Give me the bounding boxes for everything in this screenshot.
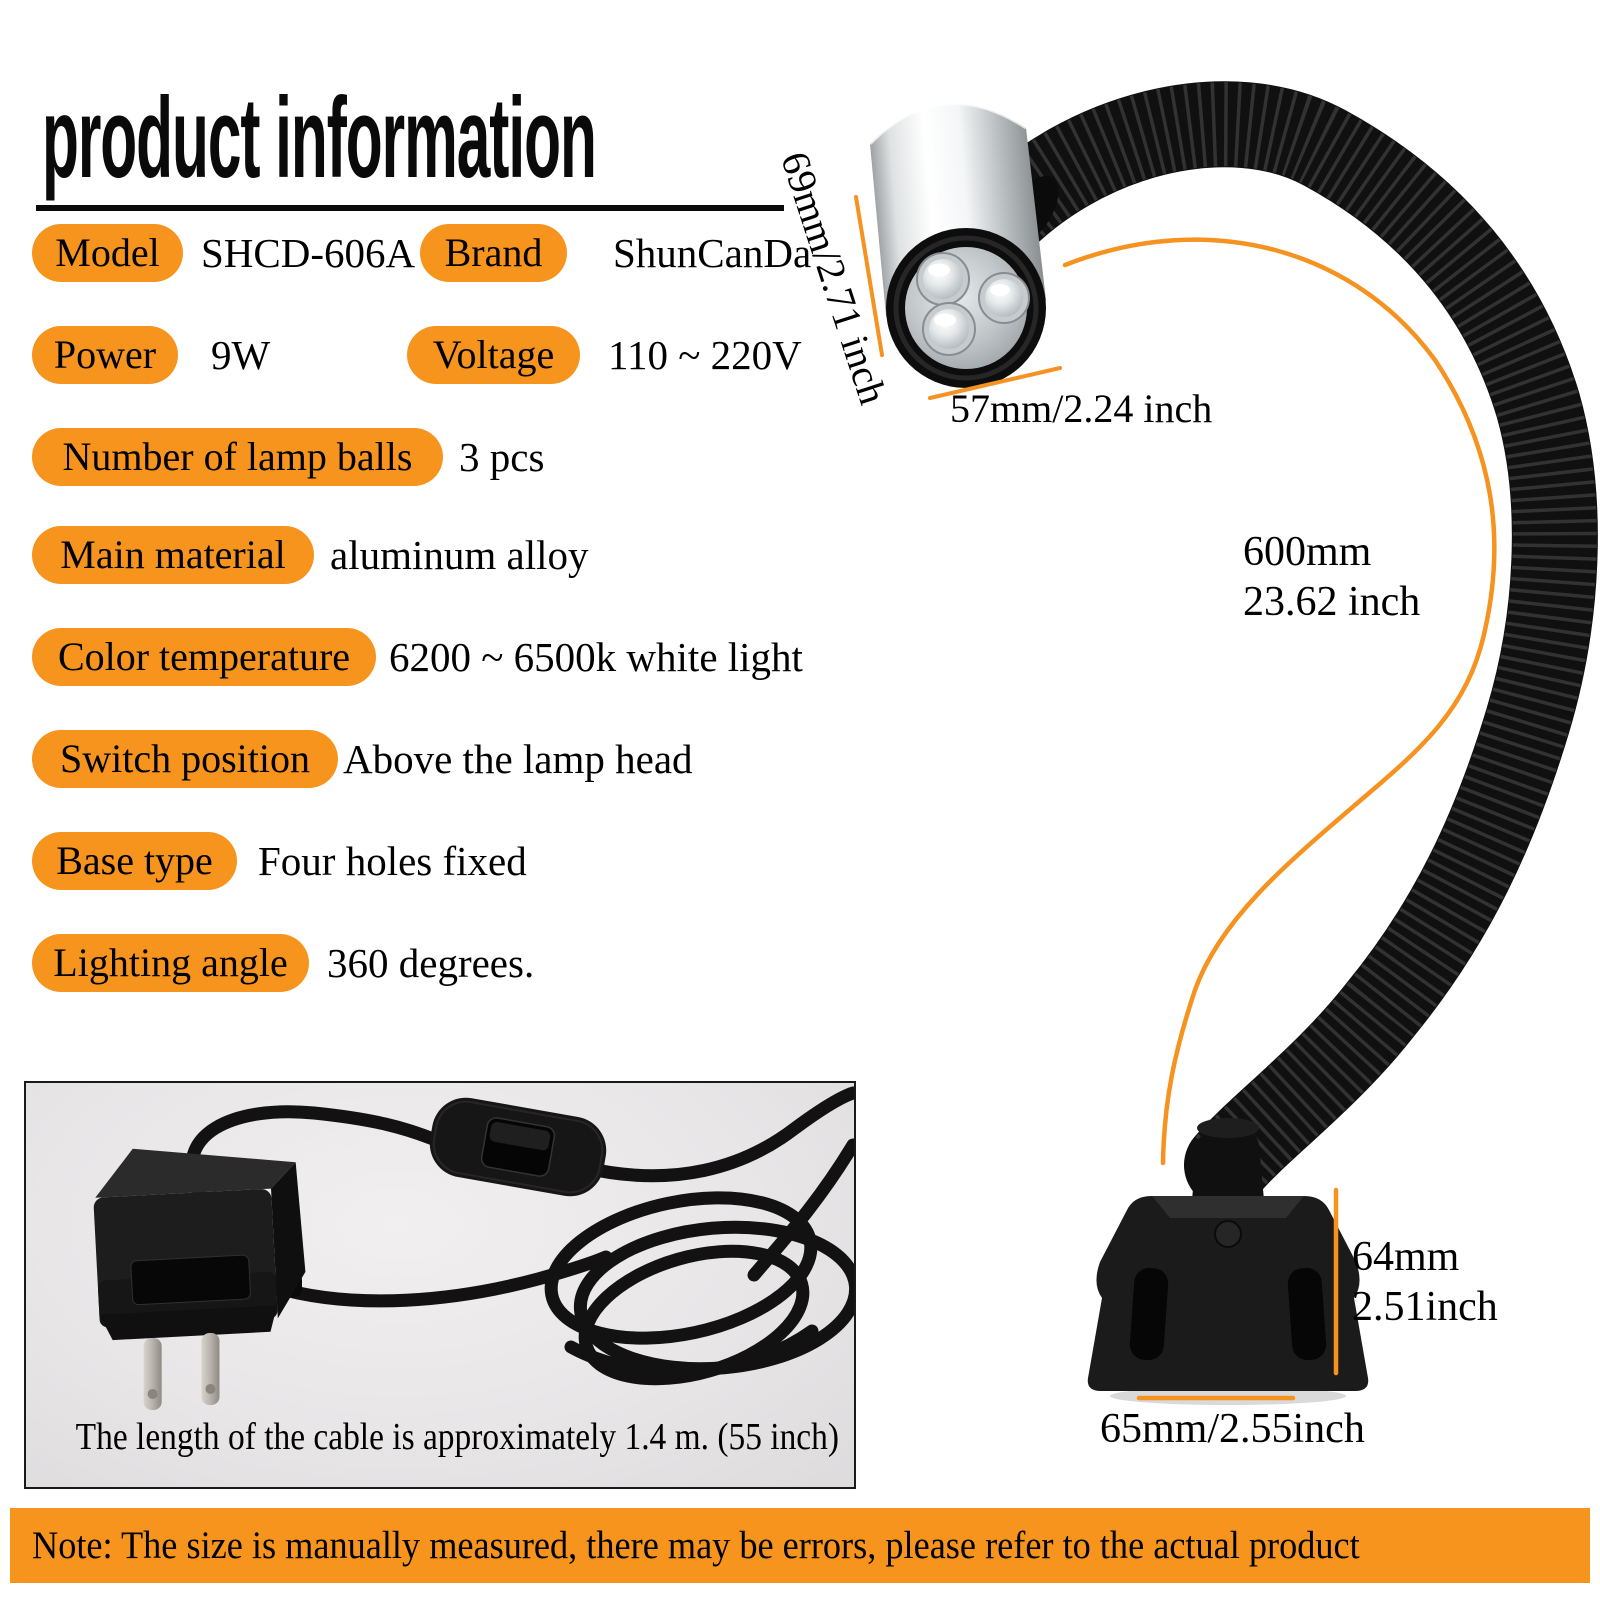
dimension-label-base-height-inch: 2.51inch: [1352, 1284, 1498, 1330]
spec-value-model: SHCD-606A: [201, 230, 416, 276]
page-title: product information: [42, 75, 597, 202]
lamp-product-photo: [854, 81, 1598, 1405]
spec-pill-brand: Brand: [420, 224, 567, 282]
power-cable: [185, 1086, 854, 1386]
spec-pill-switch-position: Switch position: [32, 730, 338, 788]
spec-value-power: 9W: [211, 332, 271, 378]
note-banner: Note: The size is manually measured, the…: [10, 1508, 1590, 1583]
spec-pill-lamp-balls: Number of lamp balls: [32, 428, 443, 486]
spec-pill-lighting-angle: Lighting angle: [32, 934, 309, 992]
spec-pill-voltage: Voltage: [407, 326, 580, 384]
adapter-photo-panel: The length of the cable is approximately…: [24, 1081, 856, 1489]
spec-value-brand: ShunCanDa: [613, 230, 812, 276]
spec-pill-material: Main material: [32, 526, 314, 584]
spec-value-base-type: Four holes fixed: [258, 838, 527, 884]
spec-pill-power: Power: [32, 326, 178, 384]
plug-prong: [201, 1332, 220, 1405]
adapter-photo: [93, 1086, 854, 1410]
inline-switch: [429, 1097, 607, 1197]
cable-length-caption: The length of the cable is approximately…: [75, 1416, 840, 1458]
led-lens: [978, 272, 1030, 324]
dimension-curve-gooseneck: [1062, 237, 1497, 1166]
dimension-label-base-width: 65mm/2.55inch: [1100, 1406, 1365, 1452]
led-lens: [922, 302, 976, 356]
spec-pill-color-temperature: Color temperature: [32, 628, 376, 686]
spec-value-lighting-angle: 360 degrees.: [327, 940, 535, 986]
lamp-head: [868, 102, 1059, 388]
dimension-label-head-width: 57mm/2.24 inch: [950, 386, 1213, 431]
spec-value-color-temperature: 6200 ~ 6500k white light: [389, 634, 803, 680]
dimension-label-neck-mm: 600mm: [1243, 529, 1372, 575]
gooseneck-tube: [947, 81, 1598, 1208]
spec-value-switch-position: Above the lamp head: [343, 736, 693, 782]
spec-pill-base-type: Base type: [32, 832, 237, 890]
plug-prong: [143, 1337, 162, 1410]
spec-value-material: aluminum alloy: [330, 532, 589, 578]
dimension-label-neck-inch: 23.62 inch: [1243, 579, 1421, 625]
note-text: Note: The size is manually measured, the…: [32, 1524, 1360, 1567]
led-lens: [916, 252, 970, 306]
spec-value-voltage: 110 ~ 220V: [608, 332, 802, 378]
spec-value-lamp-balls: 3 pcs: [459, 434, 545, 480]
wall-adapter: [93, 1148, 306, 1410]
dimension-line-head-width: [928, 366, 1062, 400]
dimension-label-base-height-mm: 64mm: [1352, 1234, 1460, 1280]
spec-pill-model: Model: [32, 224, 183, 282]
title-underline: [36, 205, 784, 211]
mounting-base: [1087, 1118, 1369, 1405]
dimension-line-head-height: [854, 195, 884, 357]
